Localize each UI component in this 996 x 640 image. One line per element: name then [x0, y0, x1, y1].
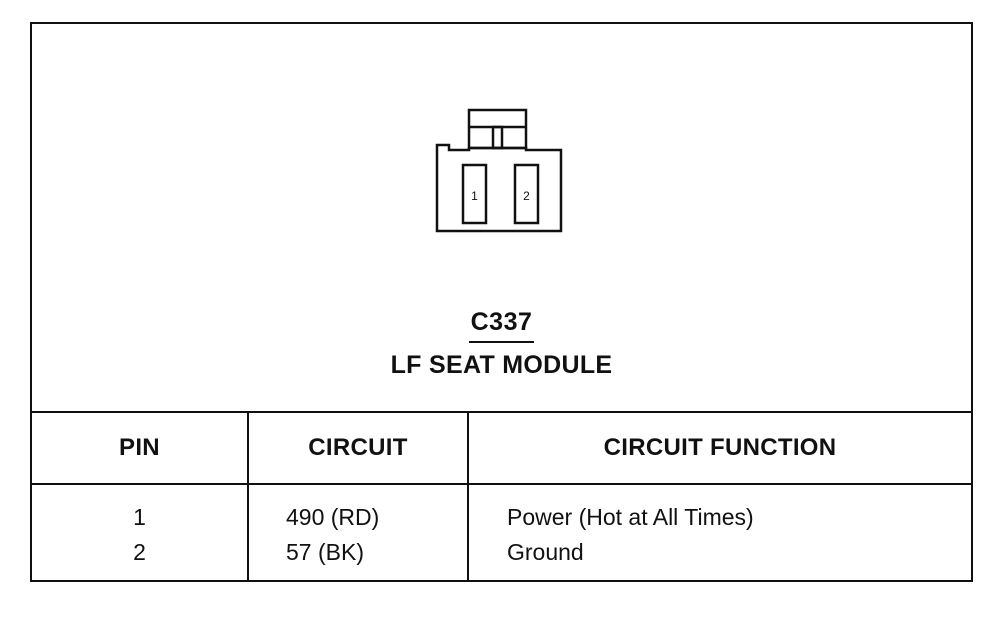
connector-id: C337 [32, 308, 971, 343]
pin-number: 1 [133, 504, 146, 530]
circuit-column: 490 (RD) 57 (BK) [247, 484, 468, 580]
connector-lock-tab [467, 108, 528, 150]
circuit-value: 490 (RD) [286, 504, 380, 530]
header-circuit: CIRCUIT [247, 412, 468, 484]
function-column: Power (Hot at All Times) Ground [467, 484, 971, 580]
header-pin: PIN [119, 434, 160, 461]
pinout-table: PIN CIRCUIT CIRCUIT FUNCTION 1 2 490 (RD… [32, 411, 971, 580]
connector-name: LF SEAT MODULE [390, 351, 613, 379]
connector-lock-latch [491, 125, 504, 150]
connector-id-text: C337 [468, 308, 535, 343]
pin-number: 2 [133, 539, 146, 565]
connector-view: 1 2 C337 LF SEAT MODULE [32, 24, 971, 412]
pin-cavity-label: 1 [471, 189, 478, 203]
table-header-row: PIN CIRCUIT CIRCUIT FUNCTION [32, 412, 971, 484]
connector-body [435, 143, 563, 233]
circuit-function-value: Power (Hot at All Times) [507, 504, 754, 530]
table-row: 1 2 490 (RD) 57 (BK) Power (Hot at All T… [32, 484, 971, 580]
pin-cavity-2 [513, 163, 540, 225]
pin-cavity-label: 2 [523, 189, 530, 203]
circuit-function-value: Ground [507, 539, 584, 565]
connector-diagram-frame: 1 2 C337 LF SEAT MODULE PIN CIRCUIT CIRC… [30, 22, 973, 582]
connector-face-drawing: 1 2 [435, 108, 563, 233]
header-circuit-function: CIRCUIT FUNCTION [467, 412, 971, 484]
circuit-value: 57 (BK) [286, 539, 364, 565]
pin-column: 1 2 [32, 484, 248, 580]
pin-cavity-1 [461, 163, 488, 225]
